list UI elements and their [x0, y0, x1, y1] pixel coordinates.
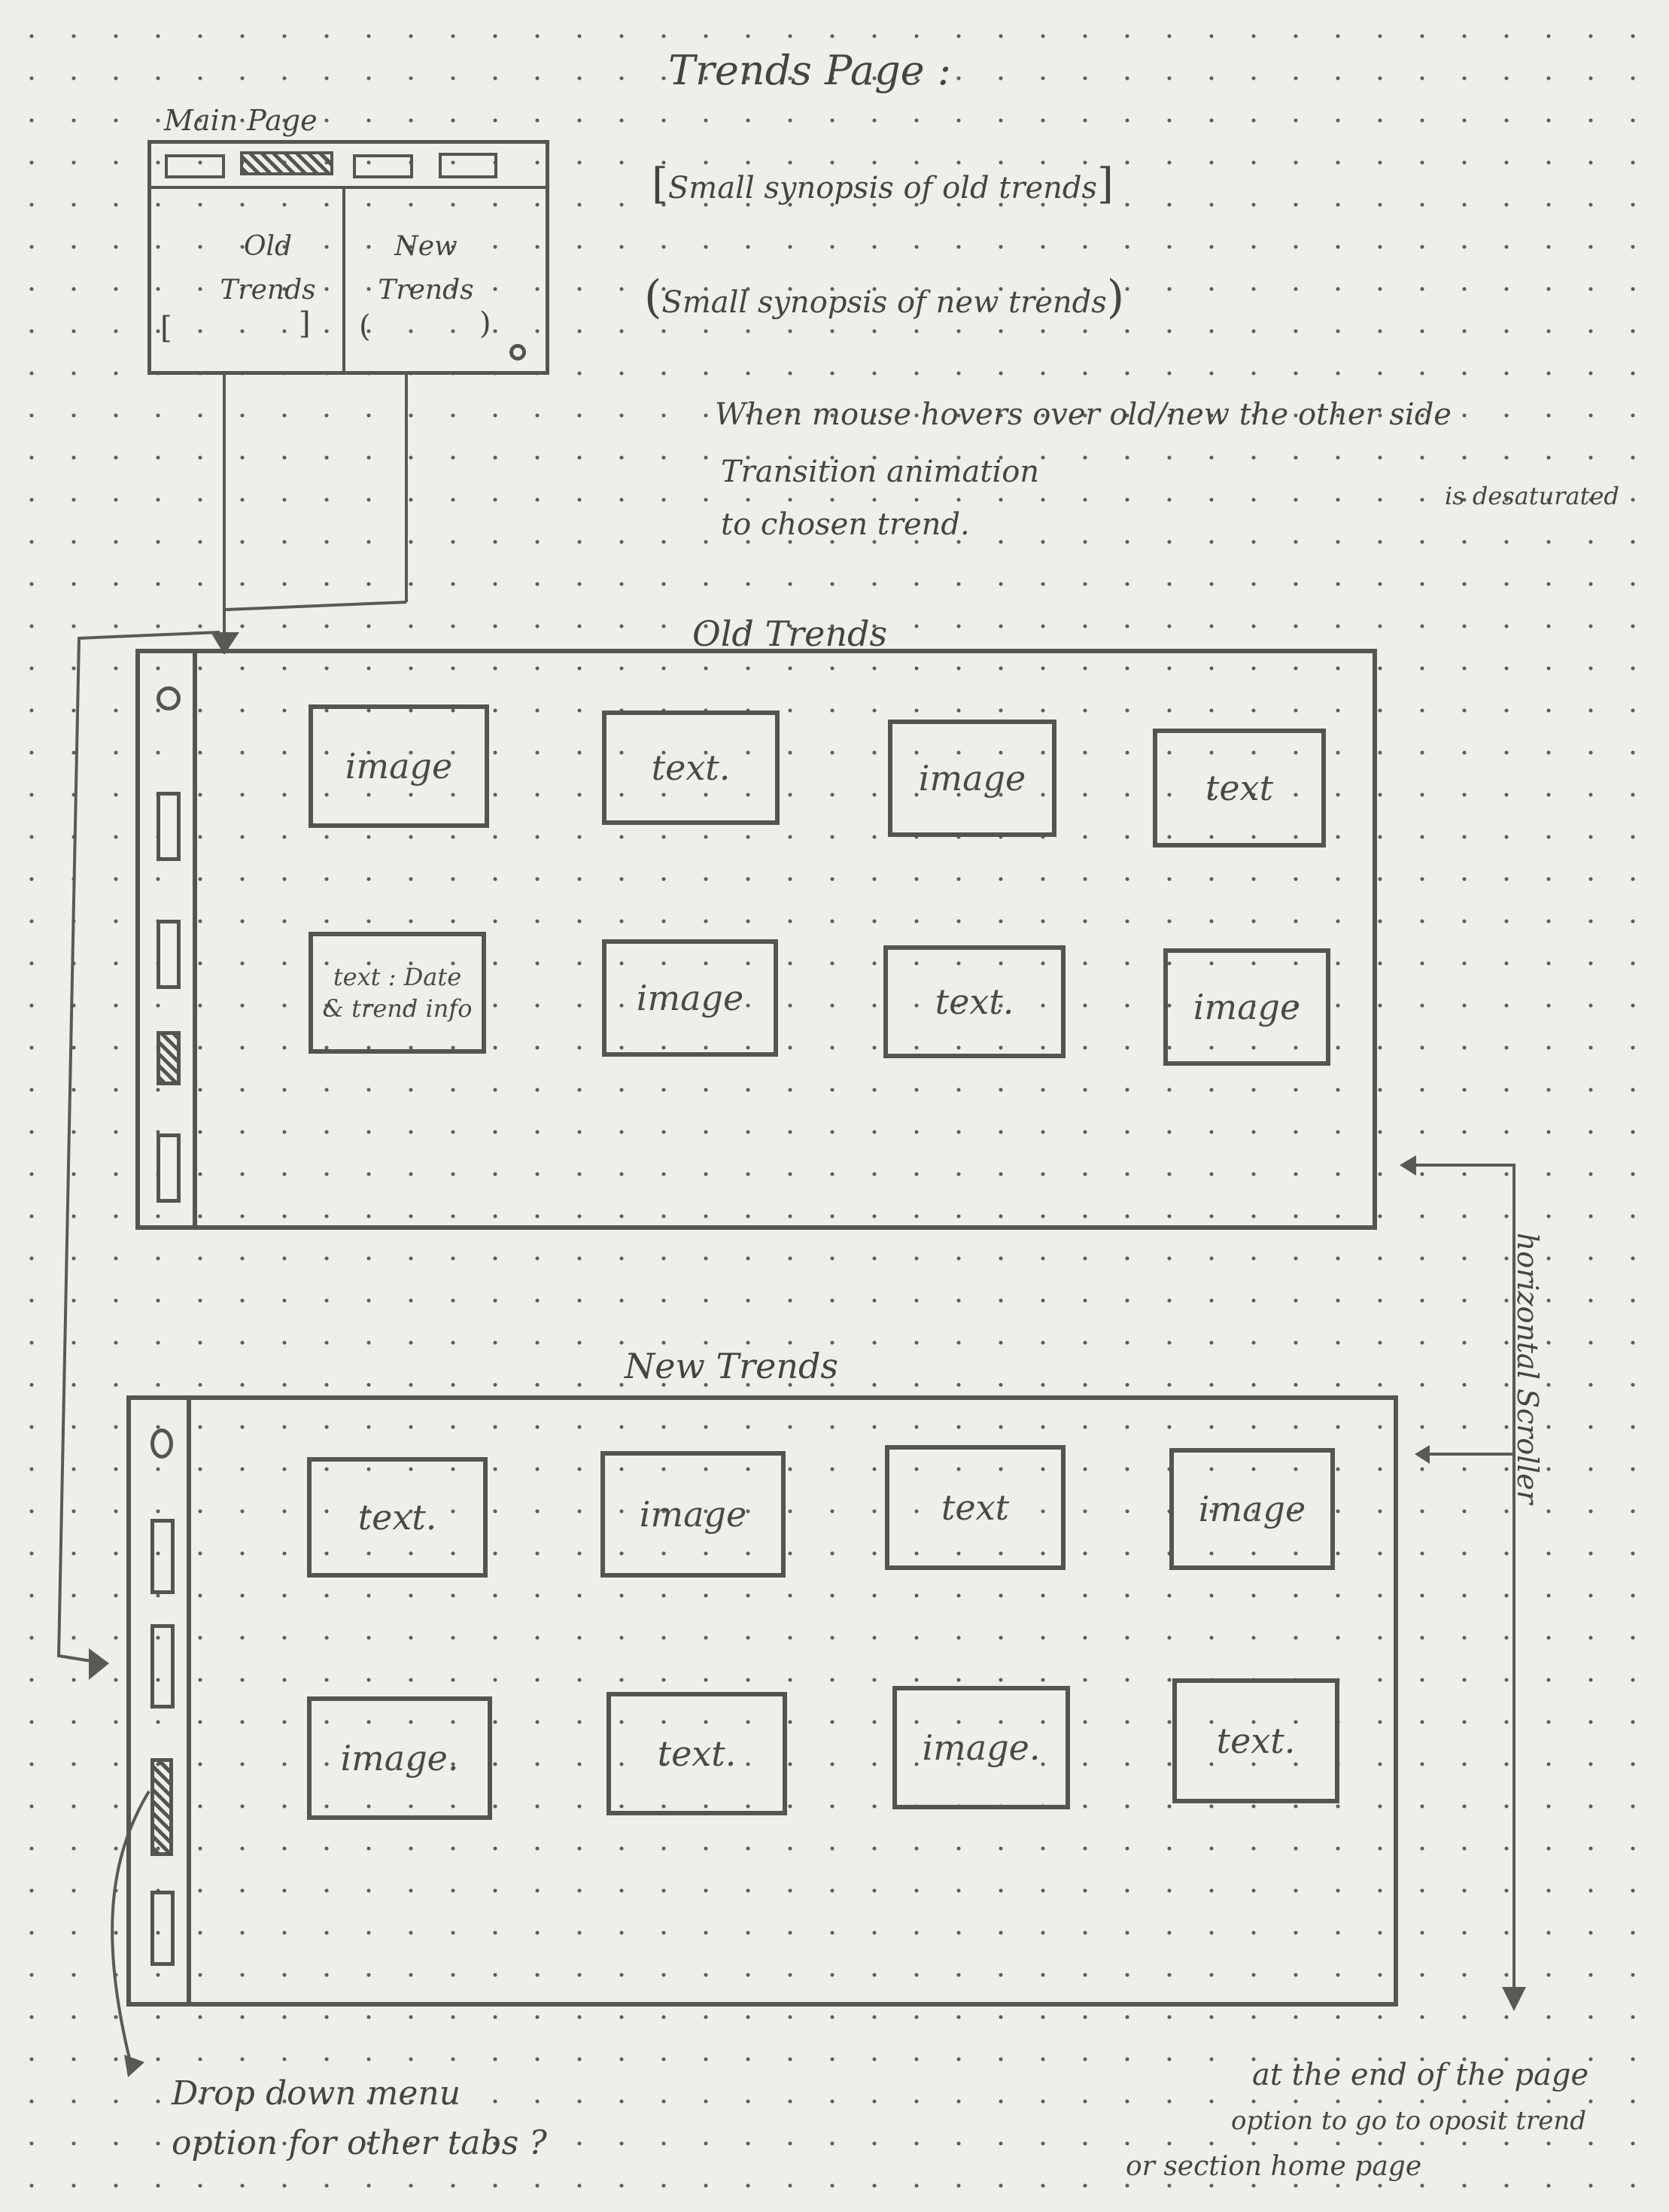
new-trend-card-7[interactable]: image. — [892, 1686, 1070, 1809]
sidebar-home-icon[interactable] — [150, 1429, 173, 1459]
old-trend-card-5-text: text : Date & trend info — [322, 963, 473, 1023]
old-trends-sidebar — [140, 653, 197, 1225]
new-trends-frame: text. image text image image. text. imag… — [126, 1395, 1398, 2007]
main-page-label: Main Page — [164, 104, 318, 137]
old-trend-card-4[interactable]: text — [1153, 729, 1326, 847]
nav-tab-1 — [165, 154, 225, 178]
bracket-right: ] — [299, 306, 311, 341]
main-page-sketch: Old Trends New Trends [ ] ( ) — [147, 140, 549, 375]
old-trends-frame: image text. image text text : Date & tre… — [135, 649, 1377, 1230]
dropdown-note-line1: Drop down menu — [172, 2074, 461, 2113]
new-trend-card-5[interactable]: image. — [307, 1696, 492, 1820]
trends-page-title: Trends Page : — [668, 47, 951, 94]
old-trend-card-6[interactable]: image — [602, 939, 778, 1057]
paren-left: ( — [359, 309, 371, 344]
dropdown-note-line2: option for other tabs ? — [172, 2124, 547, 2162]
old-trend-card-7[interactable]: text. — [883, 945, 1066, 1058]
old-trends-title: Old Trends — [692, 613, 888, 654]
sidebar-tab-active[interactable] — [150, 1758, 173, 1856]
hover-note-line1: When mouse hovers over old/new the other… — [715, 397, 1452, 432]
new-trend-card-6[interactable]: text. — [606, 1692, 787, 1815]
new-trends-title: New Trends — [625, 1346, 839, 1386]
nav-tab-4 — [439, 153, 497, 178]
sidebar-home-icon[interactable] — [157, 686, 181, 710]
main-new-trends-label: New Trends — [378, 231, 474, 306]
new-synopsis-note: (Small synopsis of new trends) — [644, 271, 1125, 324]
old-trend-card-2[interactable]: text. — [602, 710, 780, 825]
new-trend-card-4[interactable]: image — [1169, 1448, 1335, 1570]
old-trend-card-3[interactable]: image — [888, 720, 1056, 837]
end-page-note-line2: option to go to oposit trend — [1231, 2106, 1587, 2136]
sidebar-tab-2[interactable] — [157, 920, 181, 989]
sidebar-tab-1[interactable] — [150, 1519, 175, 1594]
hover-note-line1b: is desaturated — [1445, 482, 1619, 510]
nav-tab-active — [240, 151, 333, 175]
new-trend-card-3[interactable]: text — [885, 1445, 1066, 1570]
new-synopsis-text: Small synopsis of new trends — [661, 285, 1107, 320]
hover-note-line3: to chosen trend. — [721, 507, 970, 542]
bracket-left: [ — [160, 311, 172, 345]
cursor-icon — [509, 344, 526, 361]
end-page-note-line1: at the end of the page — [1252, 2058, 1589, 2092]
nav-tab-3 — [353, 154, 413, 178]
sidebar-tab-2[interactable] — [150, 1624, 175, 1708]
old-synopsis-text: Small synopsis of old trends — [667, 171, 1098, 205]
main-old-trends-label: Old Trends — [220, 231, 316, 306]
horizontal-scroller-note: horizontal Scroller — [1511, 1232, 1544, 1505]
sidebar-tab-1[interactable] — [157, 792, 181, 861]
sidebar-tab-active[interactable] — [157, 1031, 181, 1085]
new-trend-card-8[interactable]: text. — [1172, 1678, 1339, 1803]
old-trend-card-5[interactable]: text : Date & trend info — [309, 932, 486, 1054]
new-trend-card-2[interactable]: image — [600, 1451, 786, 1578]
hover-note-line2: Transition animation — [721, 455, 1040, 489]
sidebar-tab-4[interactable] — [157, 1133, 181, 1203]
new-trend-card-1[interactable]: text. — [307, 1457, 488, 1578]
old-synopsis-note: [Small synopsis of old trends] — [652, 160, 1114, 208]
old-trend-card-8[interactable]: image — [1163, 948, 1330, 1066]
end-page-note-line3: or section home page — [1126, 2151, 1422, 2182]
new-trends-sidebar — [131, 1400, 191, 2002]
paren-right: ) — [479, 306, 491, 341]
sidebar-tab-4[interactable] — [150, 1891, 175, 1966]
old-trend-card-1[interactable]: image — [309, 704, 489, 828]
